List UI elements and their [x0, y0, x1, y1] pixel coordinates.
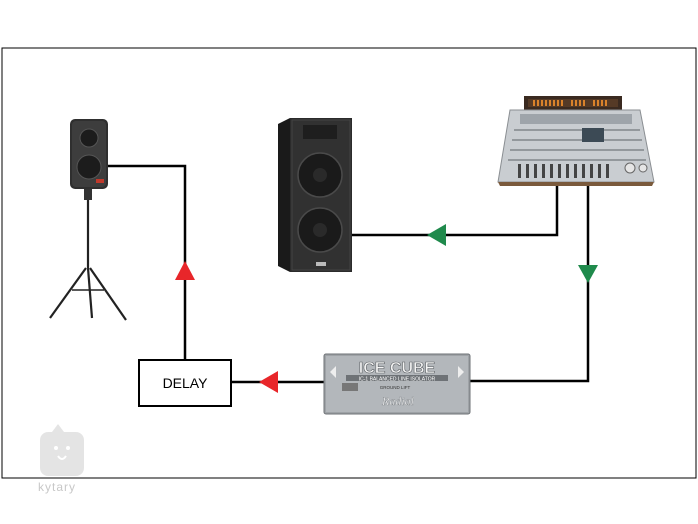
- pa-speaker-on-stand: [49, 119, 127, 321]
- signal-lines: [107, 164, 590, 384]
- isolator-switch-labels: GROUND LIFT: [380, 385, 411, 390]
- isolator-maker-logo: Radial: [381, 394, 415, 408]
- stand-icon: [49, 188, 127, 321]
- line-console-to-main-speaker: [352, 183, 559, 237]
- mixing-console: [497, 96, 655, 186]
- delay-box: [138, 359, 232, 407]
- isolator-brand-title: ICE CUBE: [359, 360, 436, 377]
- line-delay-to-stand-speaker: [107, 164, 187, 360]
- line-console-to-isolator: [470, 183, 590, 383]
- arrow-red-left: [259, 371, 278, 393]
- isolator-model-line: IC-1 BALANCED LINE ISOLATOR: [359, 377, 436, 383]
- arrow-red-up: [175, 261, 195, 280]
- ice-cube-isolator: ICE CUBE IC-1 BALANCED LINE ISOLATOR GRO…: [323, 353, 471, 415]
- arrow-green-left: [427, 224, 446, 246]
- delay-label: DELAY: [162, 375, 208, 391]
- kytary-logo-icon: [40, 424, 84, 476]
- arrow-green-down: [578, 265, 598, 283]
- main-speaker-cabinet: [278, 118, 352, 272]
- kytary-watermark: kytary: [38, 480, 77, 494]
